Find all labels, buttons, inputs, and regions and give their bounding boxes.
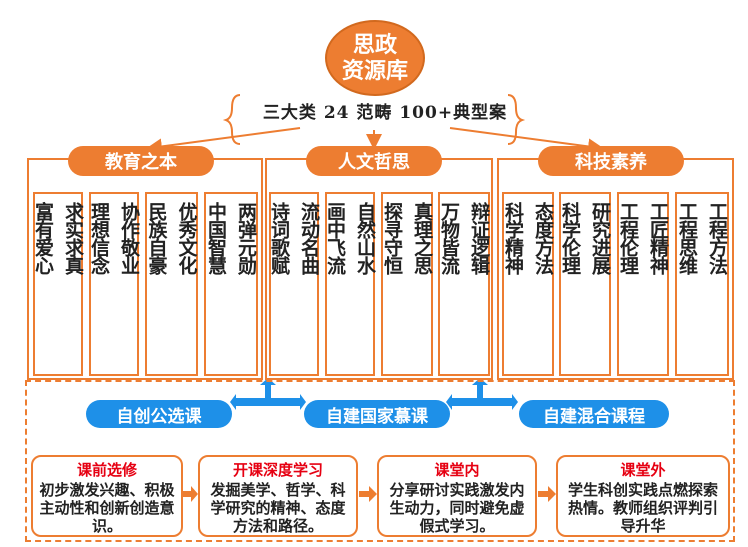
step-3-text: 分享研讨实践激发内生动力，同时避免虚假式学习。 — [389, 481, 525, 535]
item-1-1-a: 富有爱心 — [32, 202, 54, 274]
item-2-4-a: 万物皆流 — [438, 202, 460, 274]
item-1-2-b: 协作敬业 — [118, 202, 140, 274]
item-1-4: 中国智慧 两弹元勋 — [204, 192, 258, 376]
item-1-3-b: 优秀文化 — [175, 202, 198, 274]
item-3-3-b: 工匠精神 — [647, 202, 669, 274]
item-2-2-a: 画中飞流 — [324, 202, 346, 274]
item-2-1: 诗词歌赋 流动名曲 — [268, 192, 320, 376]
item-3-2-b: 研究进展 — [589, 202, 611, 274]
item-1-3-a: 民族自豪 — [145, 202, 168, 274]
step-3-title: 课堂内 — [434, 461, 480, 479]
arrow-to-cat-1 — [146, 127, 301, 155]
root-line1: 思政 — [352, 32, 397, 58]
item-3-1-a: 科学精神 — [502, 202, 524, 274]
step-arrow-3 — [538, 486, 556, 502]
root-node: 思政 资源库 — [325, 20, 425, 96]
item-1-4-b: 两弹元勋 — [235, 202, 257, 274]
step-3: 课堂内 分享研讨实践激发内生动力，同时避免虚假式学习。 — [377, 455, 537, 537]
item-2-2: 画中飞流 自然山水 — [324, 192, 376, 376]
item-1-4-a: 中国智慧 — [205, 202, 227, 274]
item-2-2-b: 自然山水 — [354, 202, 376, 274]
item-3-2: 科学伦理 研究进展 — [559, 192, 611, 376]
category-title-1: 教育之本 — [68, 146, 214, 176]
item-3-3-a: 工程伦理 — [617, 202, 639, 274]
step-2: 开课深度学习 发掘美学、哲学、科学研究的精神、态度方法和路径。 — [198, 455, 358, 537]
item-2-3-b: 真理之思 — [411, 202, 433, 274]
root-line2: 资源库 — [341, 58, 408, 84]
category-title-2: 人文哲思 — [306, 146, 442, 176]
step-2-text: 发掘美学、哲学、科学研究的精神、态度方法和路径。 — [210, 481, 346, 535]
blue-arrow-right — [446, 378, 518, 410]
item-3-4-a: 工程思维 — [676, 202, 698, 274]
step-2-title: 开课深度学习 — [232, 461, 323, 479]
item-3-4: 工程思维 工程方法 — [675, 192, 729, 376]
item-2-4: 万物皆流 辩证逻辑 — [438, 192, 490, 376]
course-center: 自建国家慕课 — [304, 400, 450, 428]
item-3-2-a: 科学伦理 — [559, 202, 581, 274]
step-4: 课堂外 学生科创实践点燃探索热情。教师组织评判引导升华 — [556, 455, 730, 537]
subtitle: 三大类 24 范畴 100+典型案 — [262, 103, 508, 123]
category-title-3: 科技素养 — [538, 146, 684, 176]
item-1-1-b: 求实求真 — [62, 202, 84, 274]
course-left: 自创公选课 — [86, 400, 232, 428]
item-2-3-a: 探寻守恒 — [381, 202, 403, 274]
step-4-text: 学生科创实践点燃探索热情。教师组织评判引导升华 — [567, 481, 718, 535]
item-2-4-b: 辩证逻辑 — [468, 202, 490, 274]
brace-right — [507, 94, 526, 145]
item-3-1-b: 态度方法 — [532, 202, 554, 274]
item-3-3: 工程伦理 工匠精神 — [617, 192, 669, 376]
blue-arrow-left — [230, 378, 306, 410]
item-1-1: 富有爱心 求实求真 — [32, 192, 84, 376]
item-2-1-b: 流动名曲 — [298, 202, 320, 274]
course-region — [25, 380, 735, 542]
item-3-1: 科学精神 态度方法 — [502, 192, 554, 376]
item-2-3: 探寻守恒 真理之思 — [381, 192, 433, 376]
course-right: 自建混合课程 — [519, 400, 669, 428]
item-1-3: 民族自豪 优秀文化 — [145, 192, 198, 376]
step-1-title: 课前选修 — [76, 461, 137, 479]
step-1: 课前选修 初步激发兴趣、积极主动性和创新创造意识。 — [31, 455, 183, 537]
step-4-title: 课堂外 — [620, 461, 666, 479]
item-3-4-b: 工程方法 — [706, 202, 728, 274]
item-1-2-a: 理想信念 — [88, 202, 110, 274]
step-arrow-1 — [183, 486, 198, 502]
step-1-text: 初步激发兴趣、积极主动性和创新创造意识。 — [39, 481, 175, 535]
item-2-1-a: 诗词歌赋 — [268, 202, 290, 274]
arrow-to-cat-3 — [449, 127, 604, 155]
item-1-2: 理想信念 协作敬业 — [88, 192, 140, 376]
step-arrow-2 — [359, 486, 377, 502]
